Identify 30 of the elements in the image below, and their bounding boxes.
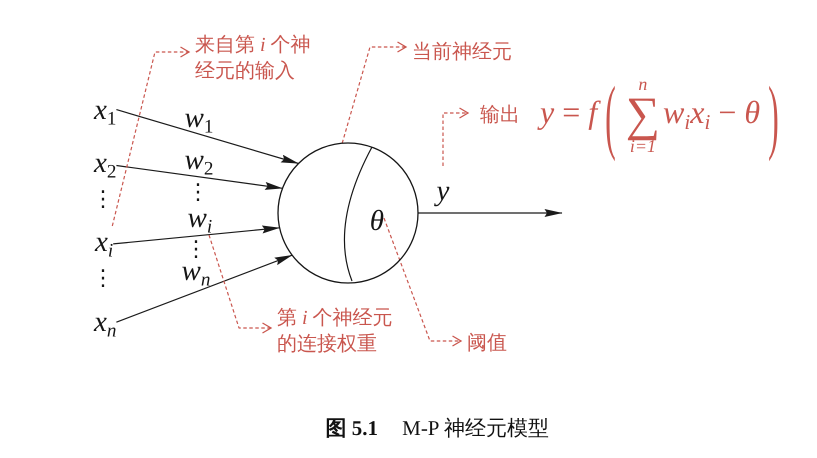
vertical-ellipsis: ⋮: [92, 189, 114, 211]
leader-arrow: [112, 46, 190, 226]
annotation-text: 当前神经元: [406, 39, 512, 65]
edge-label: y: [436, 175, 450, 208]
math-label: θ: [370, 205, 384, 238]
vertical-ellipsis: ⋮: [187, 182, 209, 204]
arrow: [116, 109, 299, 164]
vertical-ellipsis: ⋮: [185, 239, 207, 261]
leader-arrow: [383, 218, 462, 347]
arrow: [418, 209, 562, 217]
math-label: x$_{i}$: [95, 226, 114, 258]
annotation-text: 输出: [480, 102, 520, 128]
neuron-circle: [276, 141, 420, 285]
caption: 图 5.1 M-P 神经元模型: [326, 416, 549, 441]
arrow: [116, 164, 283, 190]
math-label: x$_{n}$: [94, 306, 116, 338]
edge-label: w$_{1}$: [184, 102, 214, 134]
leader-arrow: [442, 107, 469, 166]
annotation-text: 第 i 个神经元的连接权重: [271, 305, 405, 357]
leader-arrow: [208, 234, 272, 334]
annotation-text: 阈值: [461, 330, 507, 356]
edge-label: w$_{i}$: [188, 202, 212, 234]
leader-arrow: [342, 41, 407, 144]
math-label: x$_{1}$: [94, 94, 116, 126]
math-label: x$_{2}$: [94, 147, 116, 180]
edge-label: w$_{2}$: [184, 144, 214, 176]
arrow: [116, 254, 293, 323]
annotation-text: 来自第 i 个神经元的输入: [189, 32, 320, 84]
vertical-ellipsis: ⋮: [92, 268, 114, 290]
arrow: [113, 226, 280, 244]
